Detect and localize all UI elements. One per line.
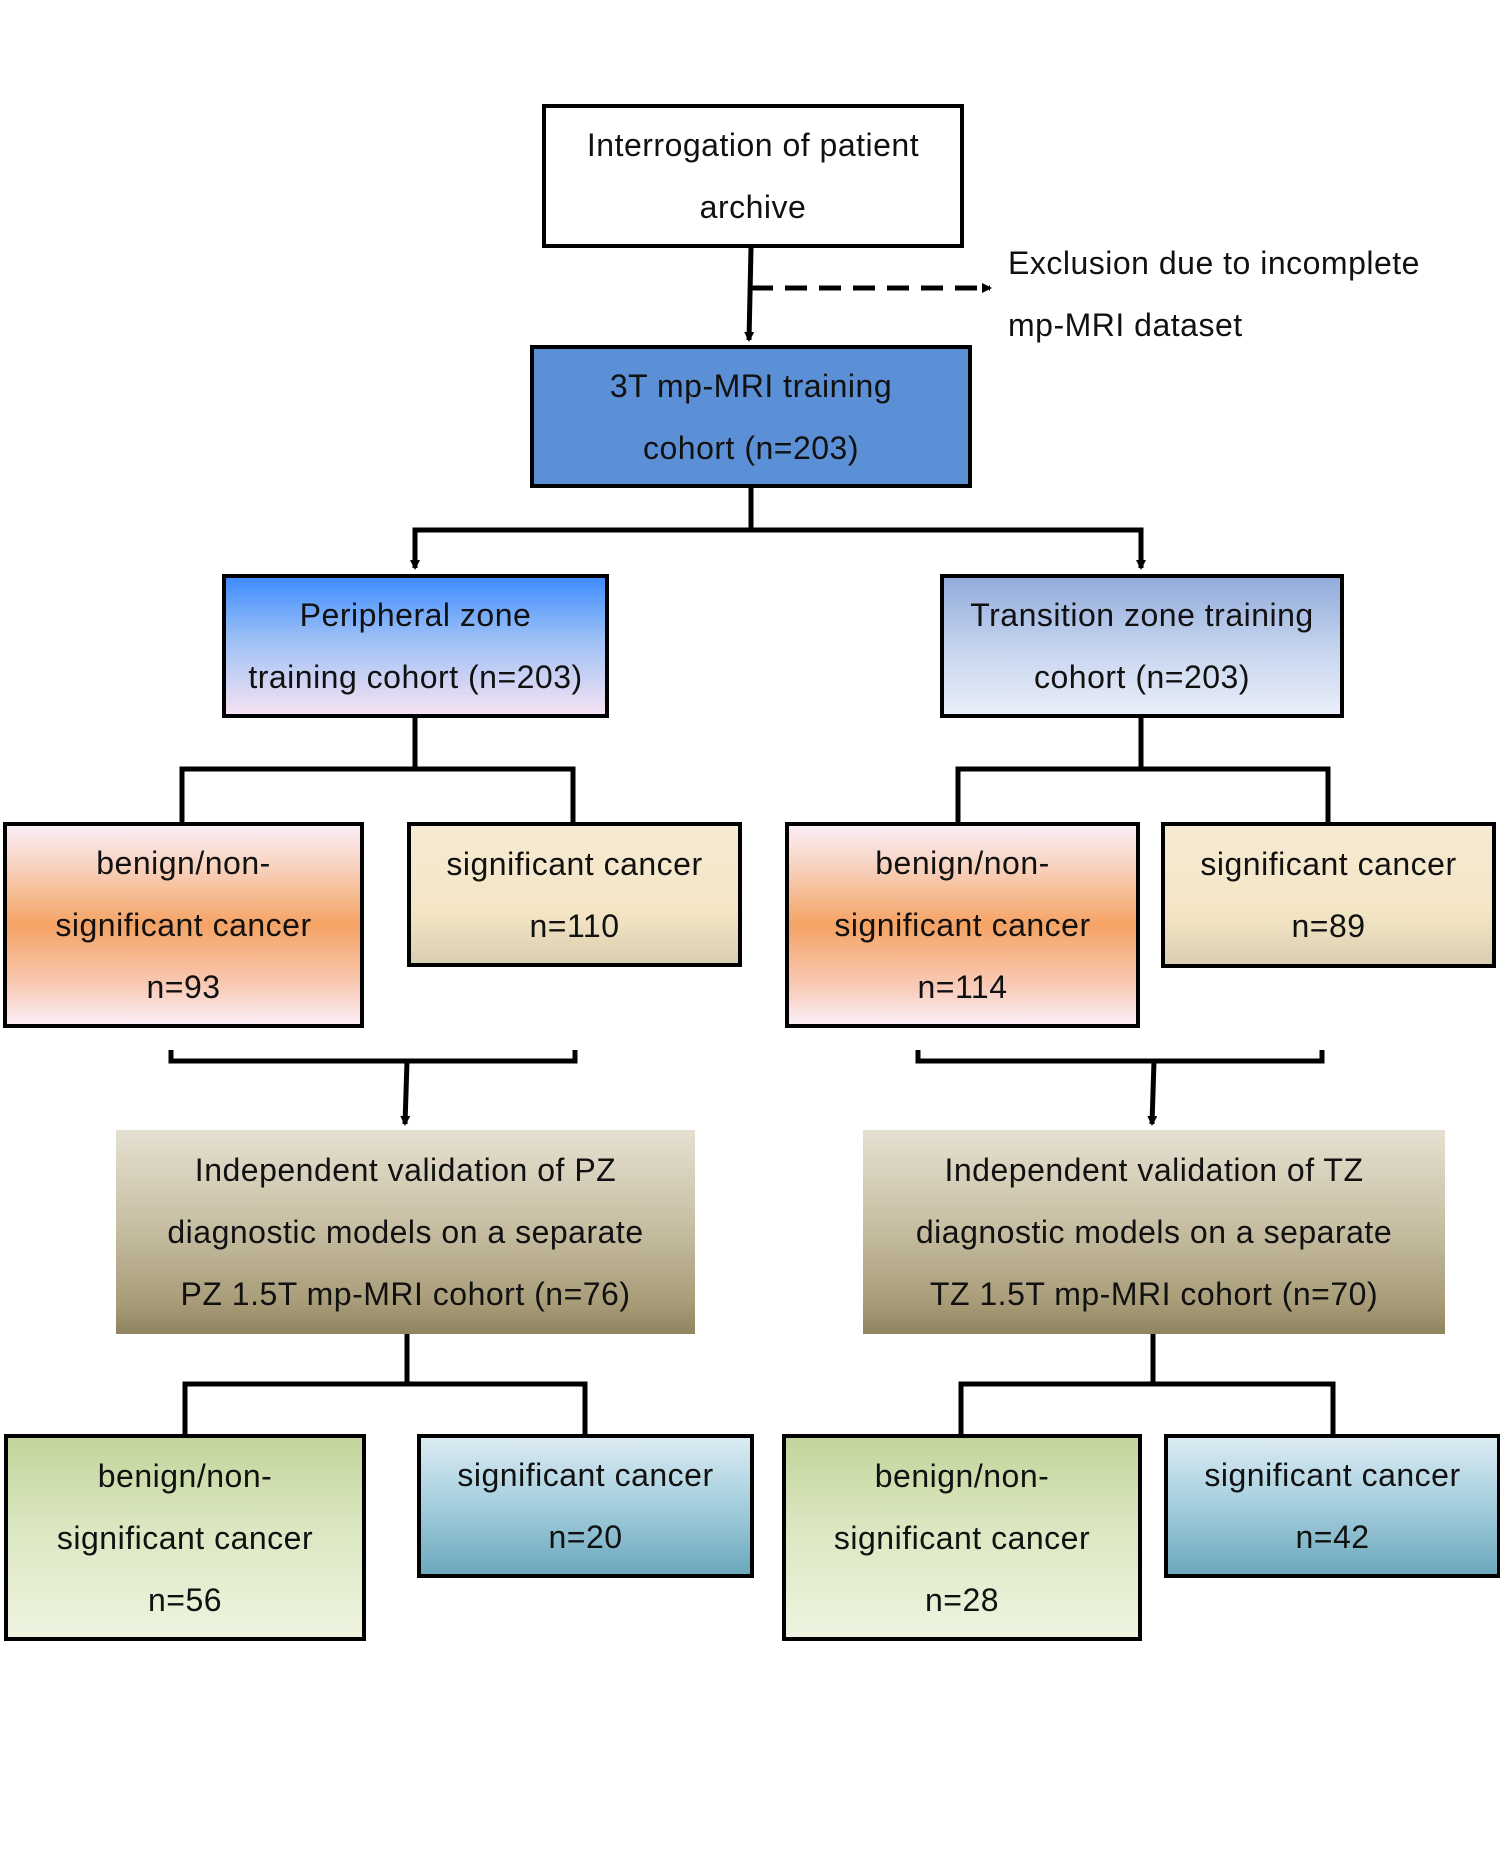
tz-training-line-2: cohort (n=203) — [1033, 659, 1250, 695]
archive-line-1: Interrogation of patient — [586, 127, 920, 163]
tz-benign-line-2: significant cancer — [834, 907, 1091, 943]
tz-validation-line-2: diagnostic models on a separate — [915, 1214, 1393, 1250]
tz-benign-line-1: benign/non- — [875, 845, 1050, 881]
tz-validation-line-3: TZ 1.5T mp-MRI cohort (n=70) — [929, 1276, 1379, 1312]
cohort-line-1: 3T mp-MRI training — [609, 367, 893, 404]
tz-val-significant-box: significant cancer n=42 — [1164, 1434, 1500, 1578]
pz-val-significant-line-1: significant cancer — [457, 1457, 714, 1493]
pz-val-benign-count: n=56 — [147, 1581, 223, 1618]
archive-box: Interrogation of patient archive — [542, 104, 964, 248]
line-tz-to-benign — [955, 718, 1144, 822]
line-pzval-to-benign — [182, 1334, 410, 1434]
line-pzval-to-significant — [407, 1381, 588, 1434]
pz-training-line-1: Peripheral zone — [299, 597, 532, 633]
pz-validation-box: Independent validation of PZ diagnostic … — [116, 1130, 695, 1334]
pz-significant-count: n=110 — [529, 907, 620, 944]
pz-validation-line-1: Independent validation of PZ — [194, 1152, 617, 1188]
tz-validation-line-1: Independent validation of TZ — [944, 1152, 1364, 1188]
pz-val-significant-box: significant cancer n=20 — [417, 1434, 754, 1578]
line-tz-to-significant — [1141, 766, 1331, 822]
pz-training-line-2: training cohort (n=203) — [248, 659, 583, 695]
line-pz-to-significant — [415, 766, 576, 822]
cohort-line-2: cohort (n=203) — [642, 429, 859, 466]
tz-val-benign-box: benign/non- significant cancer n=28 — [782, 1434, 1142, 1641]
arrow-archive-to-cohort — [744, 247, 755, 342]
tz-validation-box: Independent validation of TZ diagnostic … — [863, 1130, 1445, 1334]
pz-benign-count: n=93 — [146, 969, 221, 1005]
exclusion-line-2: mp-MRI dataset — [1008, 307, 1243, 343]
exclusion-line-1: Exclusion due to incomplete — [1008, 245, 1420, 281]
tz-val-significant-count: n=42 — [1295, 1519, 1370, 1555]
pz-benign-line-2: significant cancer — [55, 907, 312, 943]
pz-val-significant-count: n=20 — [548, 1519, 623, 1555]
tz-val-benign-line-1: benign/non- — [874, 1457, 1050, 1494]
exclusion-label: Exclusion due to incomplete mp-MRI datas… — [1008, 232, 1420, 356]
tz-significant-count: n=89 — [1291, 908, 1366, 944]
bracket-pz — [168, 1050, 578, 1064]
tz-training-box: Transition zone training cohort (n=203) — [940, 574, 1344, 718]
pz-validation-line-3: PZ 1.5T mp-MRI cohort (n=76) — [180, 1276, 631, 1312]
tz-val-benign-line-2: significant cancer — [833, 1519, 1091, 1556]
pz-benign-box: benign/non- significant cancer n=93 — [3, 822, 364, 1028]
tz-significant-box: significant cancer n=89 — [1161, 822, 1496, 968]
tz-significant-line-1: significant cancer — [1200, 846, 1457, 882]
tz-benign-box: benign/non- significant cancer n=114 — [785, 822, 1140, 1028]
tz-benign-count: n=114 — [917, 969, 1008, 1005]
tz-val-significant-line-1: significant cancer — [1204, 1457, 1461, 1493]
arrow-to-tz-validation — [1147, 1060, 1158, 1126]
pz-training-box: Peripheral zone training cohort (n=203) — [222, 574, 609, 718]
pz-val-benign-line-1: benign/non- — [97, 1457, 273, 1494]
arrow-to-pz-validation — [400, 1060, 411, 1126]
pz-significant-box: significant cancer n=110 — [407, 822, 742, 967]
pz-significant-line-1: significant cancer — [446, 845, 703, 882]
pz-val-benign-line-2: significant cancer — [56, 1519, 314, 1556]
arrow-to-pz-training — [410, 488, 754, 570]
tz-val-benign-count: n=28 — [924, 1581, 1000, 1618]
tz-training-line-1: Transition zone training — [970, 597, 1314, 633]
training-cohort-box: 3T mp-MRI training cohort (n=203) — [530, 345, 972, 488]
archive-line-2: archive — [699, 189, 807, 225]
pz-val-benign-box: benign/non- significant cancer n=56 — [4, 1434, 366, 1641]
line-tzval-to-significant — [1153, 1381, 1336, 1434]
line-tzval-to-benign — [958, 1334, 1156, 1434]
bracket-tz — [915, 1050, 1325, 1064]
pz-benign-line-1: benign/non- — [96, 845, 271, 881]
arrow-to-tz-training — [751, 527, 1146, 570]
pz-validation-line-2: diagnostic models on a separate — [167, 1214, 644, 1250]
line-pz-to-benign — [179, 718, 418, 822]
